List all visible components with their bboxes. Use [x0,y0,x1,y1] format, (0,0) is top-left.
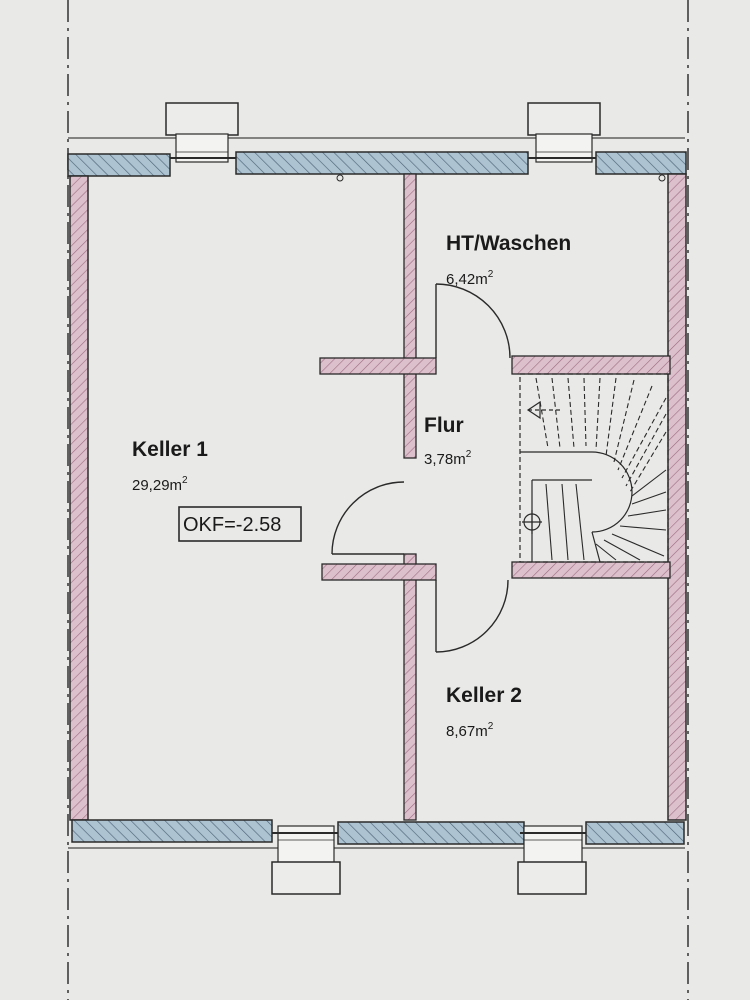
door-keller-2 [435,579,509,653]
window-bottom-left [271,825,341,895]
stair-tread [575,483,585,561]
level-marker: OKF=-2.58 [178,506,302,542]
room-keller-1-area: 29,29m [132,477,182,494]
room-flur: Flur 3,78m2 [424,414,472,468]
marker-top-left [336,174,344,182]
stair-tread [629,431,667,493]
stair-tread [545,483,553,561]
interior-wall-h-lower-left [321,563,437,581]
stair-treads [535,377,667,561]
room-flur-area: 3,78m [424,451,466,468]
room-keller-1: Keller 1 29,29m2 [132,438,208,494]
interior-wall-h-upper-left [319,357,437,375]
stair-tread [583,377,587,447]
stair-tread [621,397,667,479]
room-keller-1-sup: 2 [182,475,188,486]
room-keller-1-name: Keller 1 [132,438,208,461]
staircase [519,373,669,563]
interior-wall-h-upper-right [511,355,671,375]
interior-wall-center-bottom [403,553,417,821]
exterior-wall-right [667,173,687,821]
interior-wall-h-lower-right [511,561,671,579]
room-ht-waschen-sup: 2 [488,269,494,280]
stair-tread [631,469,667,497]
stair-tread [627,509,667,517]
stair-tread [535,377,549,449]
stair-tread [551,377,561,449]
stair-tread [613,379,635,463]
svg-text:8,67m2: 8,67m2 [446,721,494,740]
room-flur-name: Flur [424,414,464,437]
room-keller-2-area: 8,67m [446,723,488,740]
exterior-wall-bottom-1 [71,819,273,843]
room-keller-2-sup: 2 [488,721,494,732]
exterior-wall-bottom-3 [585,821,685,845]
exterior-wall-bottom-2 [337,821,525,845]
stair-tread [603,539,641,561]
window-bottom-right [517,825,587,895]
stair-tread [595,377,601,451]
svg-text:3,78m2: 3,78m2 [424,449,472,468]
svg-text:6,42m2: 6,42m2 [446,269,494,288]
marker-top-right [658,174,666,182]
stair-tread [561,483,569,561]
room-ht-waschen: HT/Waschen 6,42m2 [446,232,571,288]
stair-tread [631,491,667,505]
room-keller-2: Keller 2 8,67m2 [446,684,522,740]
room-ht-waschen-name: HT/Waschen [446,232,571,255]
room-ht-waschen-area: 6,42m [446,271,488,288]
stair-tread [567,377,575,449]
room-flur-sup: 2 [466,449,472,460]
interior-wall-center-top [403,173,417,459]
stair-tread [619,525,667,531]
stair-tread [611,533,665,557]
stair-tread [605,377,617,457]
svg-text:29,29m2: 29,29m2 [132,475,188,494]
exterior-wall-left [69,175,89,821]
window-top-left [165,102,239,163]
stair-tread [625,413,667,487]
window-top-right [527,102,601,163]
exterior-wall-top-2 [235,151,529,175]
stair-tread [617,385,653,471]
exterior-wall-top-3 [595,151,687,175]
stair-arrow [522,400,560,534]
room-keller-2-name: Keller 2 [446,684,522,707]
door-ht-waschen [435,283,511,359]
stair-tread [595,543,617,561]
exterior-wall-top-1 [67,153,171,177]
level-marker-text: OKF=-2.58 [183,514,281,536]
door-keller-1 [331,481,405,555]
